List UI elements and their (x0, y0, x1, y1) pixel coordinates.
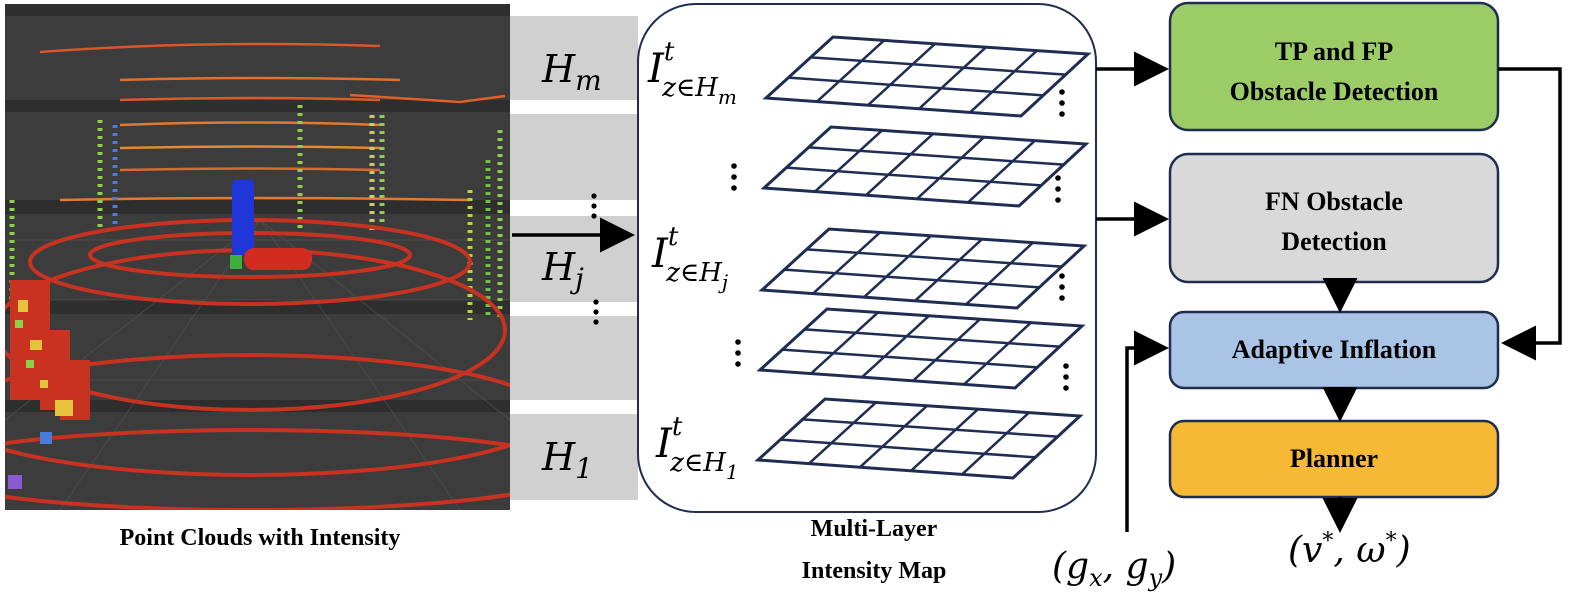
point-cloud-caption: Point Clouds with Intensity (120, 525, 401, 551)
arrow-goal-to-adaptive (1125, 330, 1169, 532)
height-band-group (510, 16, 638, 500)
band-ellipsis-lower (593, 299, 599, 325)
planner-label: Planner (1290, 444, 1378, 473)
velocity-output-label: (v*, ω*) (1288, 529, 1411, 571)
map-ellipsis-right-1 (1059, 89, 1065, 117)
map-caption-line1: Multi-Layer (811, 516, 938, 542)
map-caption-line2: Intensity Map (802, 558, 947, 584)
goal-input-label: (gx, gy) (1052, 546, 1176, 592)
layer-mid-upper (760, 125, 1090, 208)
intensity-layer-stack (754, 35, 1092, 480)
layer-1 (754, 397, 1084, 480)
fn-label-line1: FN Obstacle (1265, 187, 1403, 216)
band-ellipsis-upper (591, 193, 597, 219)
tp-fp-label-line2: Obstacle Detection (1230, 77, 1439, 106)
map-ellipsis-right-3 (1059, 273, 1065, 301)
band-label-1: H1 (541, 435, 593, 485)
fn-label-line2: Detection (1281, 227, 1387, 256)
arrow-tpfp-to-adaptive (1498, 67, 1562, 361)
layer-mid-lower (756, 307, 1086, 390)
tp-fp-detection-box (1168, 1, 1500, 132)
tp-fp-label-line1: TP and FP (1275, 37, 1394, 66)
layer-j (758, 227, 1088, 310)
fn-detection-box (1168, 152, 1500, 284)
map-ellipsis-right-4 (1063, 363, 1069, 391)
height-band-m (510, 16, 638, 100)
band-label-m: Hm (541, 47, 602, 97)
map-ellipsis-left-1 (731, 163, 737, 191)
band-label-j: Hj (541, 245, 584, 295)
map-ellipsis-left-2 (735, 339, 741, 367)
adaptive-inflation-label: Adaptive Inflation (1232, 335, 1437, 364)
layer-m (762, 35, 1092, 118)
height-band-1 (510, 414, 638, 500)
point-cloud-image (5, 4, 510, 510)
height-band-m-lower (510, 114, 638, 200)
map-ellipsis-right-2 (1055, 175, 1061, 203)
height-band-j-lower (510, 316, 638, 400)
